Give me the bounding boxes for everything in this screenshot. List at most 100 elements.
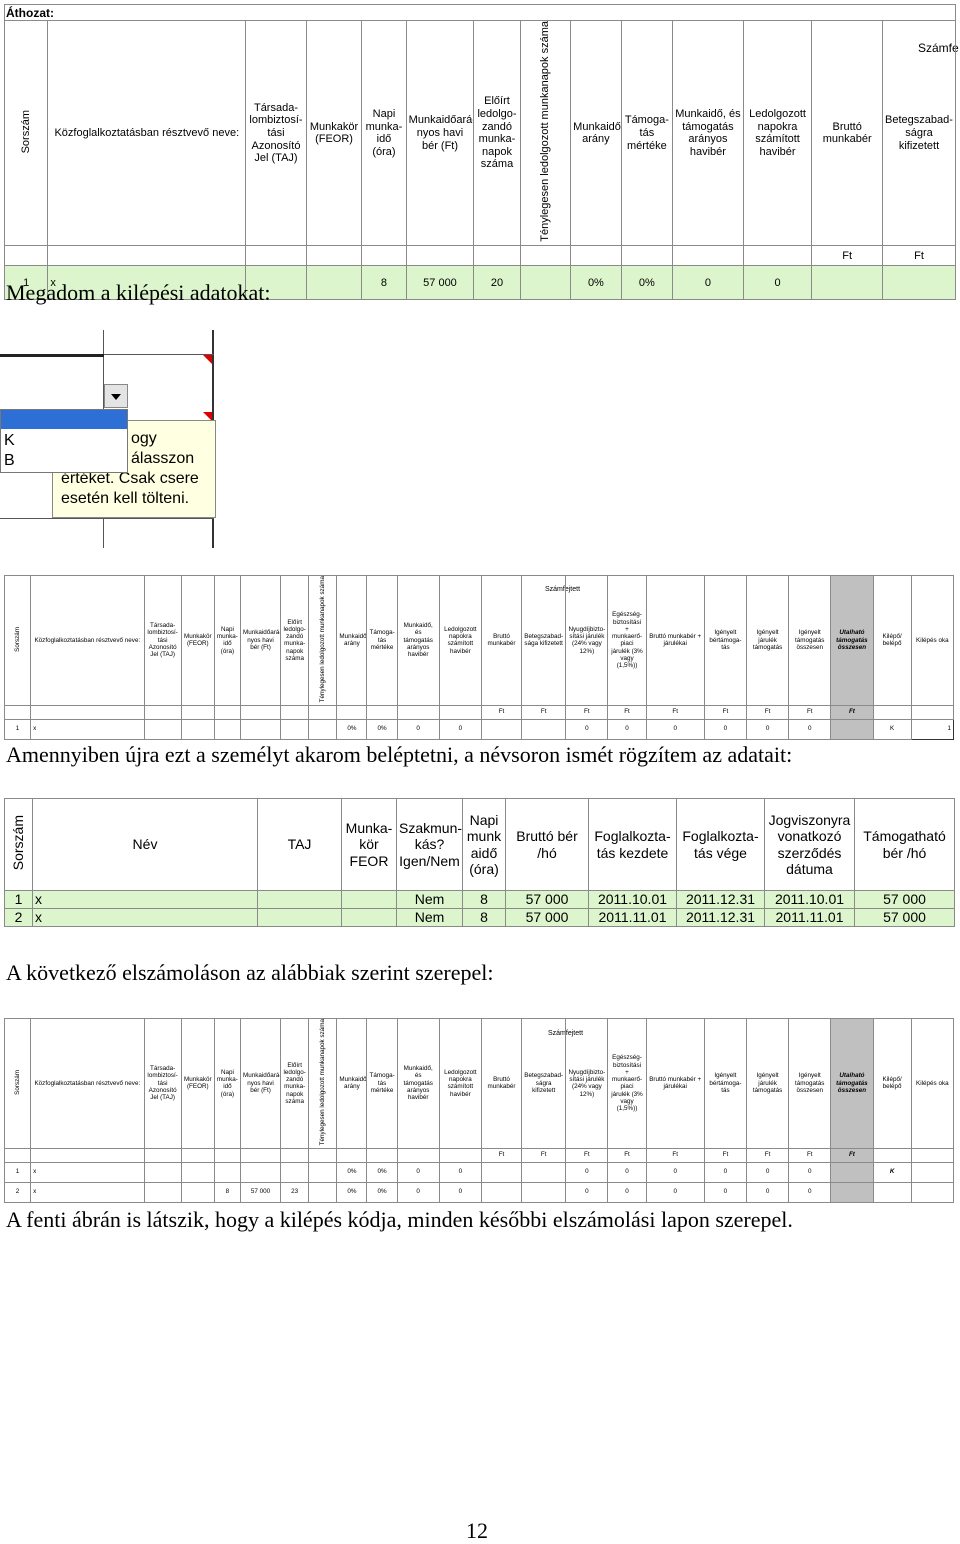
table-cell[interactable]: 0 [438, 1181, 482, 1203]
table-cell[interactable] [341, 908, 397, 927]
table-cell[interactable]: 1 [910, 718, 955, 740]
table-cell[interactable]: 8 [462, 908, 506, 927]
table-cell[interactable] [305, 265, 363, 301]
table-cell[interactable] [239, 1161, 282, 1183]
table-cell[interactable] [180, 718, 215, 740]
dropdown-option[interactable]: K [4, 432, 15, 449]
table-cell[interactable]: 2011.11.01 [588, 908, 677, 927]
table-cell[interactable] [213, 1161, 241, 1183]
table-cell[interactable]: x [32, 890, 258, 909]
table-cell[interactable] [480, 1161, 523, 1183]
table-cell[interactable] [811, 265, 883, 301]
table-cell[interactable]: 0 [607, 1161, 647, 1183]
table-cell[interactable] [308, 1161, 338, 1183]
table-cell[interactable] [882, 265, 956, 301]
table-cell[interactable] [910, 1161, 955, 1183]
table-cell[interactable] [257, 908, 342, 927]
table-cell[interactable]: Nem [396, 890, 463, 909]
table-cell[interactable]: 57 000 [239, 1181, 282, 1203]
table-cell[interactable] [341, 890, 397, 909]
dropdown-list[interactable]: K B [0, 409, 128, 473]
table-cell[interactable]: 0 [788, 1161, 832, 1183]
table-cell[interactable]: 0% [336, 718, 368, 740]
table-cell[interactable]: x [30, 1161, 145, 1183]
table-cell[interactable]: 57 000 [505, 890, 589, 909]
table-cell[interactable]: 8 [213, 1181, 241, 1203]
table-cell[interactable]: x [30, 718, 145, 740]
table-cell[interactable] [830, 1161, 874, 1183]
table-cell[interactable]: 0 [565, 1181, 609, 1203]
table-cell[interactable]: 2 [4, 908, 33, 927]
table-cell[interactable]: 0 [396, 1181, 440, 1203]
table-cell[interactable] [280, 718, 310, 740]
table-cell[interactable] [280, 1161, 310, 1183]
table-cell[interactable] [245, 265, 307, 301]
table-cell[interactable]: 0 [745, 1161, 790, 1183]
dropdown-arrow-button[interactable] [104, 384, 128, 408]
table-cell[interactable] [257, 890, 342, 909]
table-cell[interactable]: 0 [742, 265, 813, 301]
table-cell[interactable]: 0 [565, 1161, 609, 1183]
table-cell[interactable]: x [30, 1181, 145, 1203]
table-cell[interactable]: 0% [366, 1161, 398, 1183]
table-cell[interactable]: 20 [473, 265, 521, 301]
table-cell[interactable]: 2011.11.01 [764, 908, 855, 927]
table-cell[interactable]: 1 [3, 1161, 32, 1183]
table-cell[interactable]: 8 [361, 265, 407, 301]
table-cell[interactable] [872, 1181, 912, 1203]
table-cell[interactable]: 0 [745, 1181, 790, 1203]
table-cell[interactable]: K [872, 1161, 912, 1183]
table-cell[interactable]: 1 [3, 718, 32, 740]
table-cell[interactable]: 0 [703, 718, 748, 740]
table-cell[interactable]: 2 [3, 1181, 32, 1203]
table-cell[interactable]: 1 [3, 265, 49, 301]
table-cell[interactable] [480, 718, 523, 740]
table-cell[interactable] [480, 1181, 523, 1203]
table-cell[interactable]: 57 000 [854, 890, 955, 909]
table-cell[interactable]: 2011.12.31 [676, 890, 765, 909]
table-cell[interactable] [830, 718, 874, 740]
table-cell[interactable]: 0 [565, 718, 609, 740]
table-cell[interactable] [180, 1181, 215, 1203]
table-cell[interactable]: 1 [4, 890, 33, 909]
table-cell[interactable] [830, 1181, 874, 1203]
table-cell[interactable]: 0 [672, 265, 744, 301]
dropdown-option[interactable]: B [4, 452, 15, 469]
table-cell[interactable]: 57 000 [505, 908, 589, 927]
table-cell[interactable]: 0 [703, 1161, 748, 1183]
table-cell[interactable]: 23 [280, 1181, 310, 1203]
table-cell[interactable]: 0 [438, 718, 482, 740]
table-cell[interactable]: 0 [645, 1181, 705, 1203]
table-cell[interactable]: 0 [607, 718, 647, 740]
table-cell[interactable]: K [872, 718, 912, 740]
table-cell[interactable]: 0 [788, 1181, 832, 1203]
table-cell[interactable]: 2011.10.01 [764, 890, 855, 909]
table-cell[interactable]: 0 [703, 1181, 748, 1203]
table-cell[interactable]: x [32, 908, 258, 927]
table-cell[interactable] [143, 718, 182, 740]
table-cell[interactable]: 0 [645, 718, 705, 740]
table-cell[interactable] [910, 1181, 955, 1203]
table-cell[interactable] [521, 1181, 567, 1203]
table-cell[interactable]: Nem [396, 908, 463, 927]
table-cell[interactable] [308, 718, 338, 740]
table-cell[interactable] [143, 1161, 182, 1183]
table-cell[interactable] [213, 718, 241, 740]
table-cell[interactable]: 0% [336, 1161, 368, 1183]
table-cell[interactable]: 0 [438, 1161, 482, 1183]
table-cell[interactable]: 0 [788, 718, 832, 740]
table-cell[interactable]: x [47, 265, 247, 301]
table-cell[interactable] [521, 718, 567, 740]
table-cell[interactable]: 0% [620, 265, 674, 301]
table-cell[interactable] [180, 1161, 215, 1183]
table-cell[interactable] [308, 1181, 338, 1203]
table-cell[interactable]: 0 [396, 718, 440, 740]
table-cell[interactable]: 0% [570, 265, 622, 301]
table-cell[interactable]: 0 [745, 718, 790, 740]
table-cell[interactable]: 0% [366, 718, 398, 740]
table-cell[interactable]: 2011.10.01 [588, 890, 677, 909]
table-cell[interactable]: 8 [462, 890, 506, 909]
table-cell[interactable]: 0 [607, 1181, 647, 1203]
table-cell[interactable] [521, 1161, 567, 1183]
table-cell[interactable]: 2011.12.31 [676, 908, 765, 927]
